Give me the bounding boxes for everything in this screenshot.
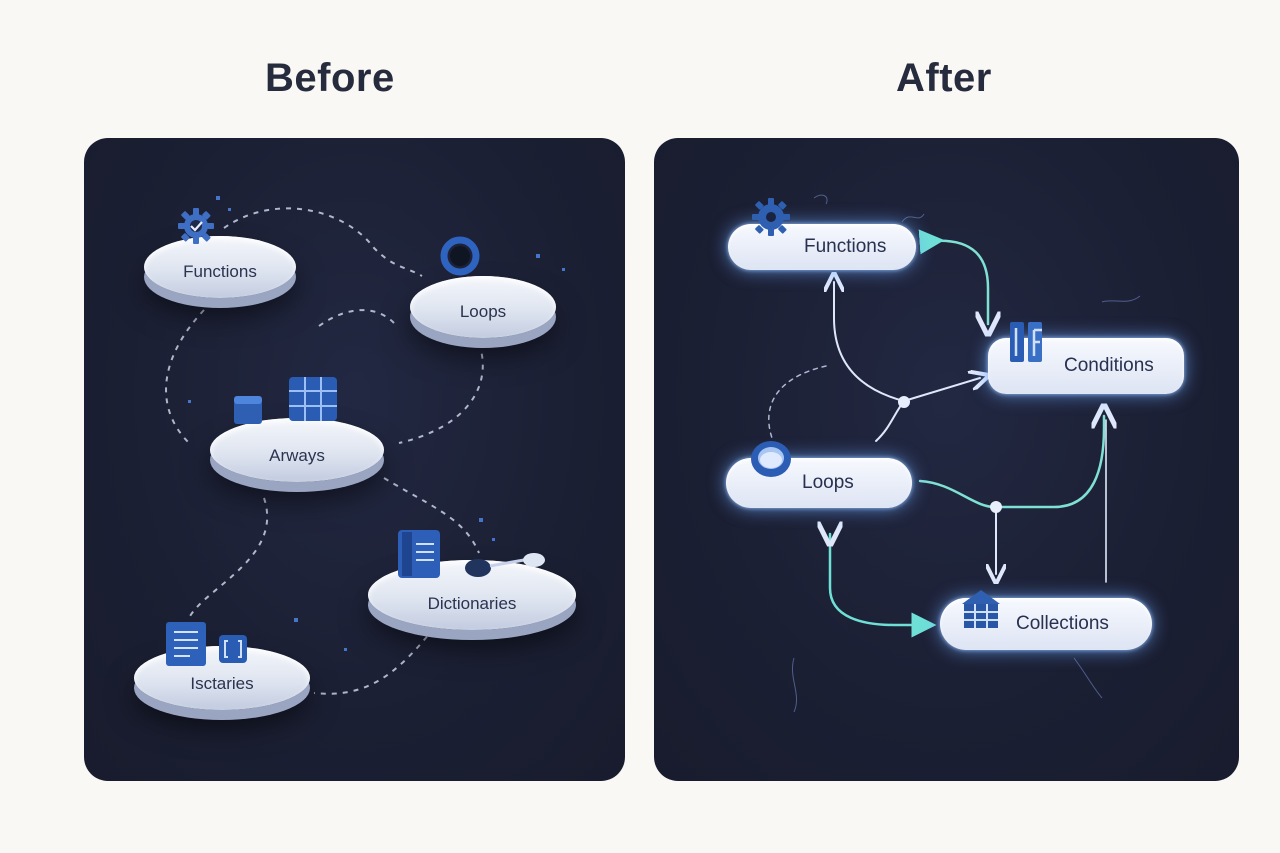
after-node-label: Loops [802, 472, 854, 493]
ring-icon [748, 438, 794, 480]
junction-node [898, 396, 910, 408]
after-connectors [768, 194, 1141, 713]
grid-icon [960, 588, 1002, 630]
before-node-arways[interactable]: Arways [210, 418, 384, 482]
connector-loops-mid [318, 309, 395, 327]
before-node-label: Dictionaries [427, 594, 517, 613]
before-panel: Functions Loops A [84, 138, 625, 781]
connector-functions-loops [223, 207, 423, 277]
connector-dictionaries-isctaries [313, 627, 435, 695]
scatter-particles [188, 196, 565, 651]
connector-junction-conditions [903, 378, 980, 402]
gear-icon [750, 196, 792, 238]
connector-functions-arways [165, 309, 205, 444]
connector-arways-isctaries [188, 497, 268, 619]
after-node-label: Collections [1016, 613, 1109, 634]
connector-junction-functions [834, 282, 905, 402]
branch-icon [1008, 318, 1048, 366]
before-node-functions[interactable]: Functions [144, 236, 296, 298]
connector-dashed [768, 365, 827, 439]
document-icon [164, 620, 208, 668]
connector-loops-junction [875, 400, 905, 442]
book-icon [396, 528, 444, 580]
after-heading: After [896, 56, 992, 100]
before-node-label: Loops [459, 302, 507, 321]
junction-node [990, 501, 1002, 513]
key-icon [464, 552, 548, 580]
before-node-label: Isctaries [190, 674, 254, 693]
connector-arways-dictionaries [383, 477, 480, 554]
grid-icon [288, 376, 338, 422]
connector-loops-collections [830, 534, 924, 625]
ring-icon [438, 234, 482, 278]
before-node-isctaries[interactable]: Isctaries [134, 646, 310, 710]
sparkle-lines [792, 194, 1141, 713]
cube-icon [232, 394, 266, 426]
after-node-label: Conditions [1064, 355, 1154, 376]
before-connectors [165, 196, 565, 695]
bracket-icon [218, 634, 248, 664]
before-node-loops[interactable]: Loops [410, 276, 556, 338]
connector-loops-arways [398, 342, 484, 444]
before-node-label: Arways [269, 446, 325, 465]
connector-functions-conditions [932, 241, 988, 324]
after-panel: Functions Conditions [654, 138, 1239, 781]
after-node-label: Functions [804, 236, 887, 257]
before-heading: Before [265, 56, 395, 100]
connector-loops-conditions [918, 416, 1104, 509]
before-node-label: Functions [183, 262, 257, 281]
gear-icon [176, 206, 216, 246]
